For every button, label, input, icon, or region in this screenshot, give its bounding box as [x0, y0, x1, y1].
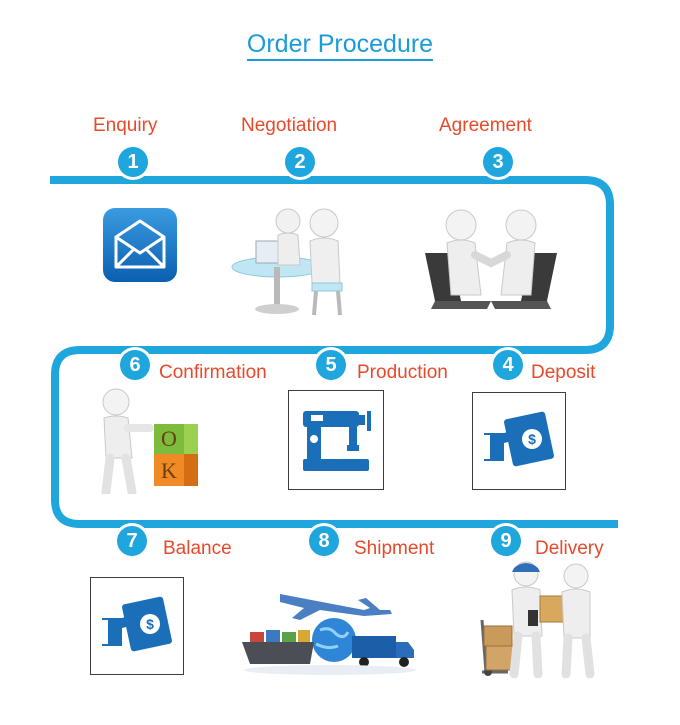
step-1-number: 1: [118, 147, 148, 177]
step-2-label: Negotiation: [241, 115, 338, 136]
ok-letter-o: O: [161, 426, 177, 451]
step-4-label: Deposit: [531, 362, 596, 383]
page-title-text: Order Procedure: [246, 30, 434, 61]
step-4-number: 4: [493, 350, 523, 380]
step-7-number: 7: [117, 526, 147, 556]
people-meeting-icon: [226, 205, 362, 321]
ok-letter-k: K: [161, 458, 177, 483]
sewing-machine-icon: [303, 411, 371, 471]
step-6-number: 6: [120, 350, 150, 380]
step-9-number: 9: [491, 526, 521, 556]
svg-text:$: $: [146, 616, 154, 632]
handshake-laptops-icon: [421, 205, 561, 313]
step-3-number: 3: [483, 147, 513, 177]
step-8-label: Shipment: [354, 538, 435, 559]
sewing-machine-box: [288, 390, 384, 490]
step-8-number: 8: [309, 526, 339, 556]
step-3-label: Agreement: [439, 115, 532, 136]
deposit-payment-box: $: [472, 392, 566, 490]
mail-envelope-icon: [102, 207, 178, 283]
balance-payment-box: $: [90, 577, 184, 675]
step-1-label: Enquiry: [93, 115, 158, 136]
step-9-label: Delivery: [535, 538, 604, 559]
step-5-number: 5: [316, 350, 346, 380]
step-5-label: Production: [357, 362, 448, 383]
ok-blocks-icon: O K: [92, 388, 202, 497]
step-2-number: 2: [285, 147, 315, 177]
svg-text:$: $: [528, 431, 536, 447]
courier-delivery-icon: [468, 560, 600, 679]
ship-plane-truck-icon: [240, 580, 418, 676]
payment-hand-icon: $: [102, 596, 172, 652]
step-7-label: Balance: [163, 538, 232, 559]
payment-hand-icon: $: [484, 411, 554, 467]
page-title: Order Procedure: [0, 30, 680, 61]
step-6-label: Confirmation: [159, 362, 267, 383]
